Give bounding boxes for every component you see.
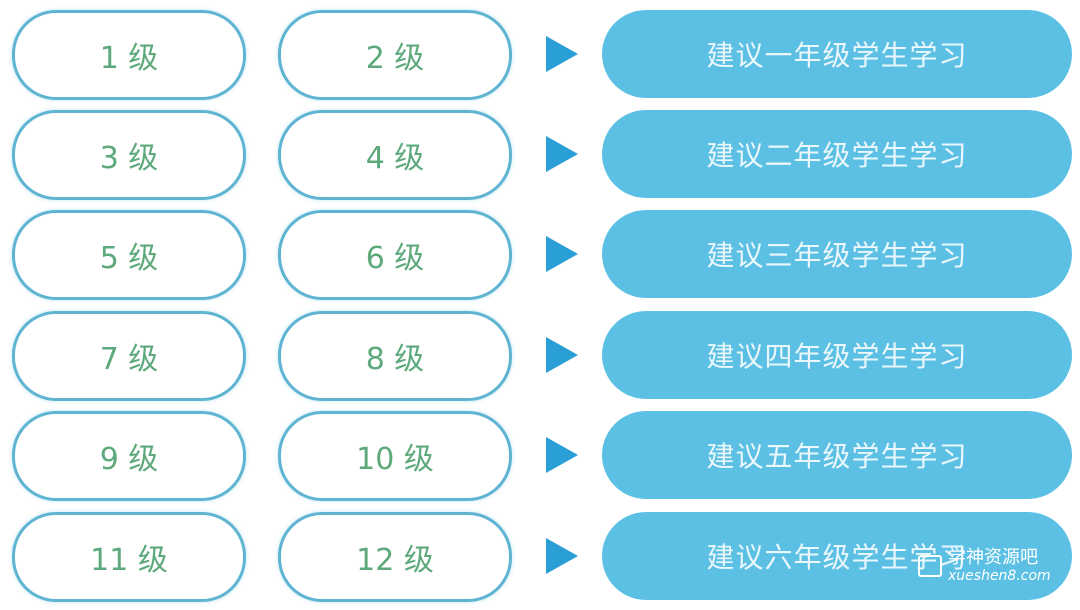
grade-recommendation: 建议二年级学生学习 [602, 110, 1072, 198]
watermark-url: xueshen8.com [948, 568, 1051, 584]
level-pill: 11 级 [12, 512, 246, 602]
watermark: 学神资源吧 xueshen8.com [918, 548, 1051, 584]
level-pill: 5 级 [12, 210, 246, 300]
level-row: 7 级 8 级 建议四年级学生学习 [0, 311, 1080, 401]
arrow-right-icon [546, 437, 578, 473]
level-pill: 12 级 [278, 512, 512, 602]
level-row: 3 级 4 级 建议二年级学生学习 [0, 110, 1080, 200]
level-pill: 3 级 [12, 110, 246, 200]
arrow-right-icon [546, 337, 578, 373]
grade-recommendation: 建议一年级学生学习 [602, 10, 1072, 98]
grade-recommendation: 建议五年级学生学习 [602, 411, 1072, 499]
grade-recommendation: 建议三年级学生学习 [602, 210, 1072, 298]
arrow-right-icon [546, 36, 578, 72]
arrow-right-icon [546, 538, 578, 574]
level-row: 1 级 2 级 建议一年级学生学习 [0, 10, 1080, 100]
level-pill: 1 级 [12, 10, 246, 100]
level-row: 9 级 10 级 建议五年级学生学习 [0, 411, 1080, 501]
grade-recommendation: 建议六年级学生学习 [602, 512, 1072, 600]
grade-recommendation: 建议四年级学生学习 [602, 311, 1072, 399]
book-icon [918, 555, 942, 577]
arrow-right-icon [546, 136, 578, 172]
level-pill: 7 级 [12, 311, 246, 401]
watermark-name: 学神资源吧 [948, 547, 1038, 568]
level-pill: 6 级 [278, 210, 512, 300]
arrow-right-icon [546, 236, 578, 272]
level-pill: 4 级 [278, 110, 512, 200]
level-pill: 10 级 [278, 411, 512, 501]
level-pill: 2 级 [278, 10, 512, 100]
level-row: 5 级 6 级 建议三年级学生学习 [0, 210, 1080, 300]
level-pill: 8 级 [278, 311, 512, 401]
level-pill: 9 级 [12, 411, 246, 501]
level-row: 11 级 12 级 建议六年级学生学习 [0, 512, 1080, 602]
